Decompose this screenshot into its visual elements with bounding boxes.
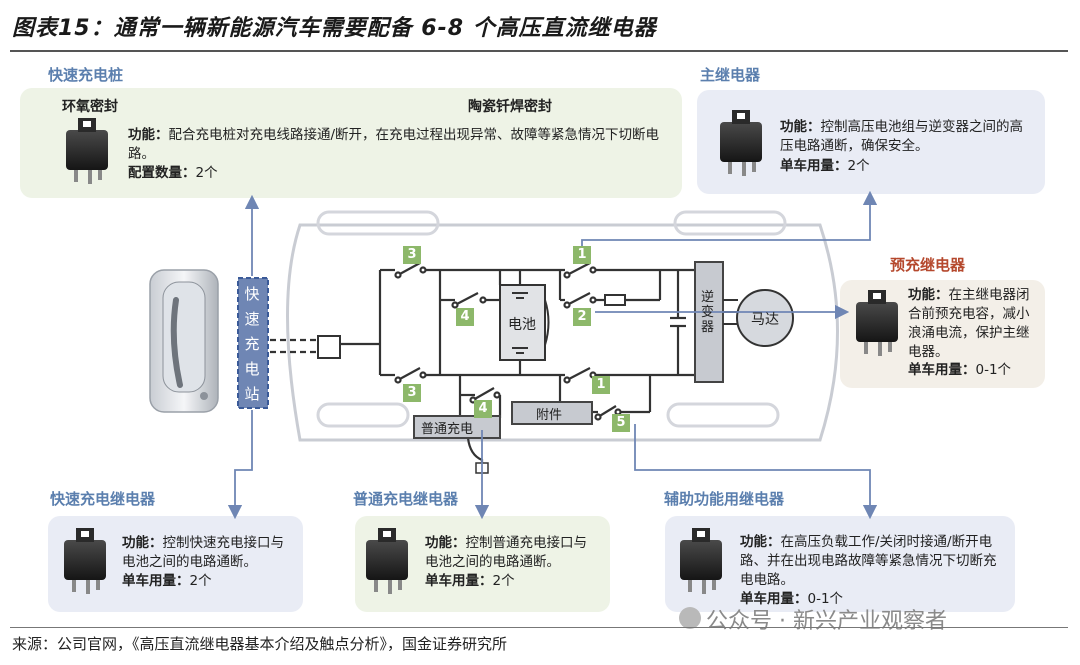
- aux-relay-panel: [665, 516, 1015, 612]
- aux-relay-title: 辅助功能用继电器: [664, 490, 785, 508]
- battery-label: 电池: [508, 317, 536, 333]
- car-outline: [286, 210, 839, 442]
- fast-relay-function: 功能：控制快速充电接口与电池之间的电路通断。: [122, 535, 284, 570]
- station-label: 快速充电站: [244, 285, 260, 403]
- relay-icons: [64, 110, 898, 594]
- epoxy-seal-label: 环氧密封: [62, 99, 118, 115]
- charging-station: [149, 269, 219, 413]
- accessory-label: 附件: [536, 408, 563, 423]
- motor-circle: [736, 289, 794, 347]
- figure-title: 图表15：通常一辆新能源汽车需要配备 6-8 个高压直流继电器: [12, 16, 657, 41]
- fast-pile-function: 功能：配合充电桩对充电线路接通/断开，在充电过程出现异常、故障等紧急情况下切断电…: [128, 127, 660, 162]
- normal-charge-box: [413, 415, 501, 439]
- watermark-logo: [679, 607, 701, 629]
- battery-cells: [512, 292, 528, 354]
- fast-pile-title: 快速充电桩: [48, 66, 124, 84]
- fast-pile-panel: [20, 88, 682, 198]
- aux-relay-function: 功能：在高压负载工作/关闭时接通/断开电路、并在出现电路故障等紧急情况下切断充电…: [740, 534, 997, 588]
- normal-charge-label: 普通充电: [421, 422, 474, 437]
- badge-fast-charge-relay-bottom: 3: [403, 384, 421, 402]
- fast-charge-port: [317, 335, 341, 359]
- source-note: 来源：公司官网，《高压直流继电器基本介绍及触点分析》，国金证券研究所: [12, 635, 508, 653]
- ceramic-seal-label: 陶瓷钎焊密封: [468, 99, 552, 115]
- wiring: [340, 268, 695, 468]
- fast-relay-title: 快速充电继电器: [50, 490, 156, 508]
- badge-aux-relay: 5: [612, 414, 630, 432]
- motor-label: 马达: [751, 312, 779, 328]
- station-label-box: [237, 277, 269, 409]
- footer-divider: [10, 627, 1068, 628]
- badge-normal-charge-relay-upper: 4: [456, 308, 474, 326]
- badge-normal-charge-relay-lower: 4: [474, 400, 492, 418]
- badge-main-relay-bottom: 1: [592, 376, 610, 394]
- fast-relay-count: 单车用量：2个: [122, 573, 212, 589]
- badge-main-relay-top: 1: [573, 246, 591, 264]
- inverter-label: 逆变器: [701, 290, 715, 335]
- precharge-resistor: [604, 294, 626, 306]
- normal-relay-title: 普通充电继电器: [353, 490, 459, 508]
- station-cable: [270, 338, 318, 354]
- fast-pile-count: 配置数量：2个: [128, 165, 218, 181]
- main-relay-function: 功能：控制高压电池组与逆变器之间的高压电路通断，确保安全。: [780, 119, 1023, 154]
- badge-precharge-relay: 2: [573, 308, 591, 326]
- normal-relay-function: 功能：控制普通充电接口与电池之间的电路通断。: [425, 535, 587, 570]
- badge-fast-charge-relay-top: 3: [403, 246, 421, 264]
- precharge-count: 单车用量：0-1个: [908, 362, 1012, 378]
- inverter-box: [694, 261, 724, 383]
- main-relay-count: 单车用量：2个: [780, 158, 870, 174]
- normal-relay-count: 单车用量：2个: [425, 573, 515, 589]
- precharge-title: 预充继电器: [890, 256, 966, 274]
- aux-relay-count: 单车用量：0-1个: [740, 591, 844, 607]
- title-divider: [10, 50, 1068, 52]
- precharge-function: 功能：在主继电器闭合前预充电容，减小浪涌电流，保护主继电器。: [908, 287, 1030, 360]
- main-relay-title: 主继电器: [700, 66, 761, 84]
- accessory-box: [511, 401, 593, 425]
- watermark-text: 公众号 · 新兴产业观察者: [706, 609, 947, 634]
